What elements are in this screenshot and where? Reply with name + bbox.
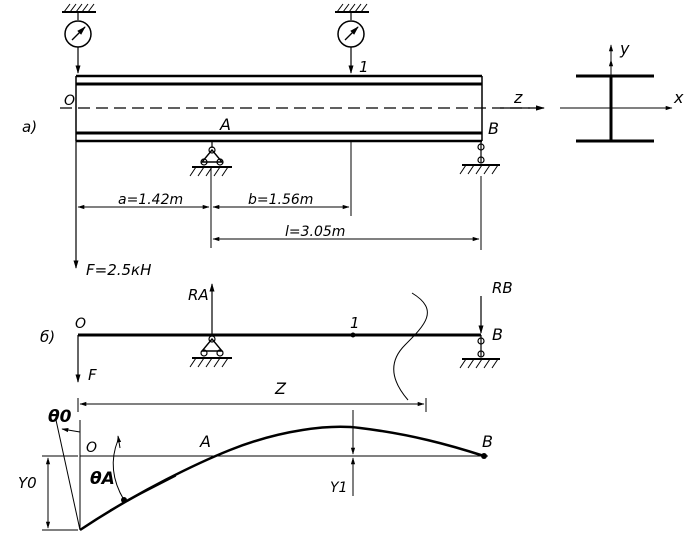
part-a-beam-setup: 1 a) O z A B bbox=[22, 3, 684, 279]
i-beam-side-view bbox=[60, 74, 545, 143]
pin-support-icon bbox=[189, 141, 232, 177]
dial-gauge-icon bbox=[62, 3, 96, 74]
part-b-label: б) bbox=[40, 328, 55, 346]
origin-label-middle: O bbox=[75, 316, 86, 332]
part-b-beam-scheme bbox=[75, 283, 500, 412]
y-1-label: Y1 bbox=[330, 480, 347, 496]
coord-z-label: Z bbox=[274, 379, 287, 398]
point-b-label-top: B bbox=[488, 119, 499, 138]
theta-a-label: θA bbox=[90, 469, 115, 489]
dial-gauge-icon bbox=[335, 3, 369, 74]
point-b-label-middle: B bbox=[492, 325, 503, 344]
point-a-label-top: A bbox=[219, 115, 231, 134]
axis-y-label: y bbox=[619, 39, 630, 58]
origin-label-bottom: O bbox=[86, 440, 97, 456]
axis-x-label: x bbox=[673, 88, 684, 107]
axis-z-label: z bbox=[513, 88, 523, 107]
point-1-dot bbox=[350, 332, 356, 338]
reaction-b-label: RB bbox=[492, 279, 513, 297]
origin-label-top: O bbox=[64, 93, 75, 109]
part-a-label: a) bbox=[22, 118, 37, 136]
point-b-dot bbox=[481, 453, 487, 459]
dimension-lines bbox=[73, 141, 482, 269]
i-beam-cross-section bbox=[560, 44, 673, 143]
deflection-curve-diagram bbox=[42, 410, 488, 532]
dimension-b-label: b=1.56m bbox=[248, 192, 313, 208]
point-a-label-bottom: A bbox=[199, 432, 211, 451]
y-0-label: Y0 bbox=[18, 474, 37, 492]
pin-support-icon bbox=[189, 335, 232, 368]
dimension-l-label: l=3.05m bbox=[285, 224, 345, 240]
force-label: F=2.5кН bbox=[86, 261, 151, 279]
reaction-a-label: RA bbox=[188, 286, 209, 304]
point-b-label-bottom: B bbox=[482, 432, 493, 451]
force-f-label: F bbox=[88, 366, 97, 384]
roller-support-icon bbox=[459, 335, 500, 369]
dimension-a-label: a=1.42m bbox=[118, 192, 183, 208]
roller-support-icon bbox=[459, 141, 500, 175]
theta-0-label: θ0 bbox=[48, 407, 72, 427]
point-1-label-top: 1 bbox=[359, 58, 369, 76]
point-1-label-middle: 1 bbox=[350, 314, 360, 332]
